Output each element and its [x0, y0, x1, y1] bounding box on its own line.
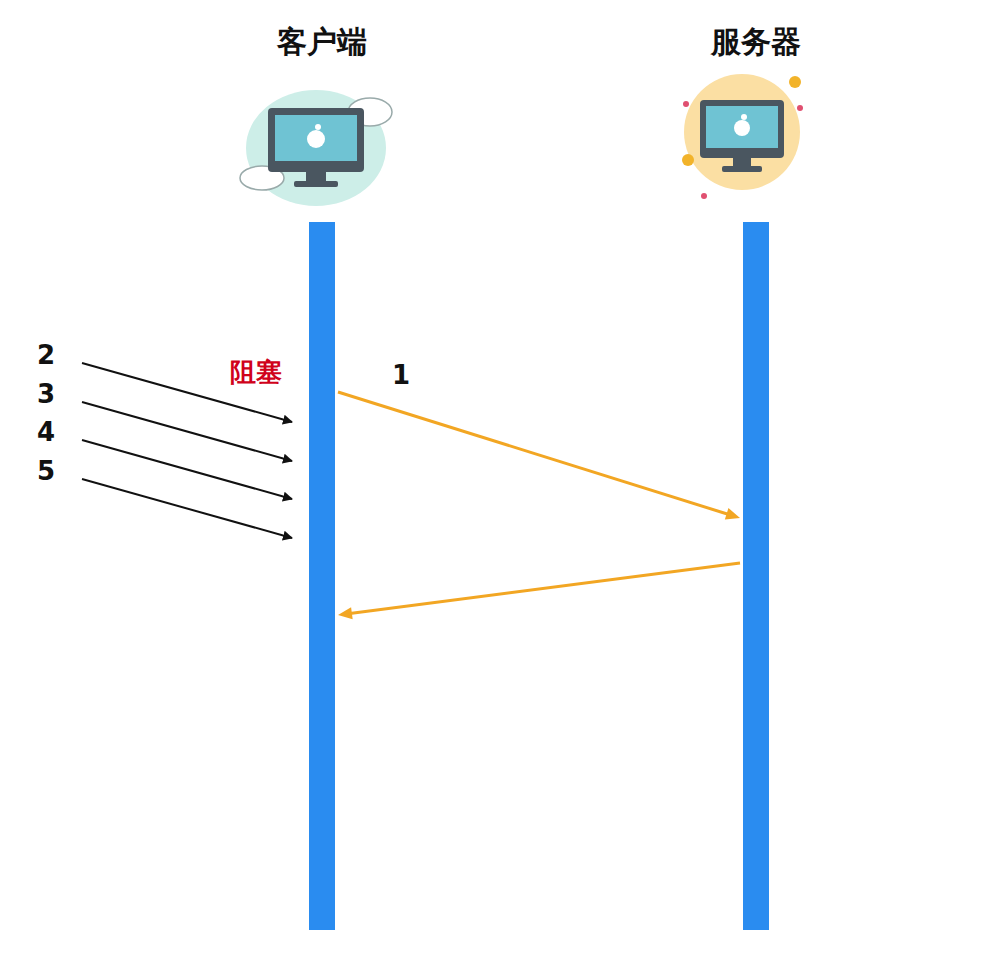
callout-number: 2 — [37, 340, 55, 370]
message-arrow — [338, 563, 740, 619]
state-label: 阻塞 — [230, 355, 282, 390]
arrow-head — [338, 607, 353, 619]
lifeline-bar: 服务器 — [743, 222, 769, 930]
lifeline-heading: 服务器 — [711, 22, 801, 63]
arrow-head — [725, 508, 740, 519]
callout-number: 4 — [37, 417, 55, 447]
callout-number: 3 — [37, 379, 55, 409]
message-arrow — [338, 392, 740, 520]
client-icon — [240, 90, 392, 206]
blocked-call-arrows — [82, 363, 292, 538]
message-line — [338, 392, 730, 515]
lifeline-bar: 客户端 — [309, 222, 335, 930]
server-icon — [682, 74, 803, 199]
callout-number: 5 — [37, 456, 55, 486]
callout-number: 1 — [392, 360, 410, 390]
message-line — [348, 563, 740, 614]
lifeline-heading: 客户端 — [277, 22, 367, 63]
